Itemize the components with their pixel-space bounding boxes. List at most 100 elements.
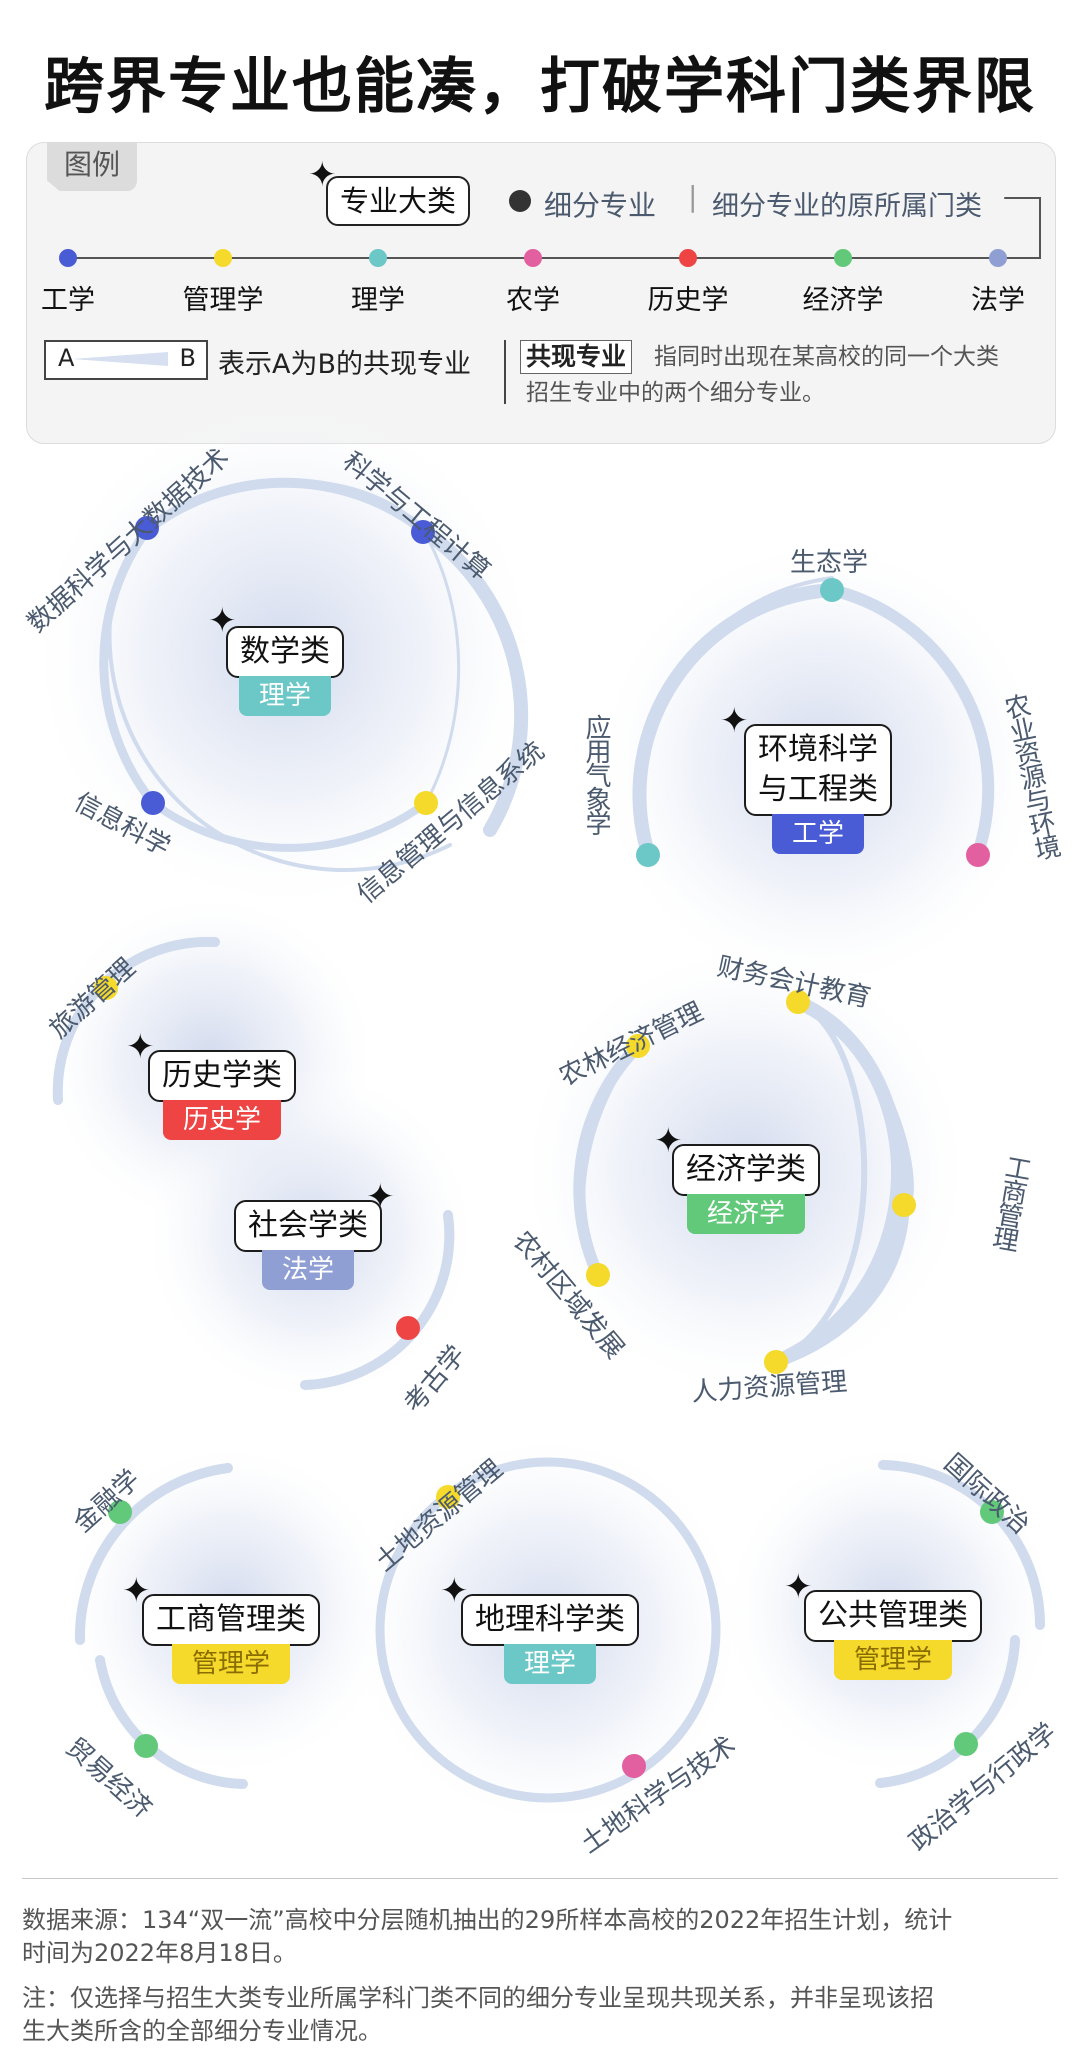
footer-divider bbox=[22, 1878, 1058, 1879]
econ-link-c3-c5 bbox=[770, 1199, 910, 1368]
category-env-name-1: 环境科学 bbox=[758, 732, 878, 767]
category-env-name: 环境科学 与工程类 bbox=[744, 724, 892, 816]
category-math-discipline: 理学 bbox=[238, 676, 331, 716]
dot-g1 bbox=[436, 1485, 460, 1509]
sub-major-dots bbox=[94, 516, 1004, 1778]
legend-disc-faxue: 法学 bbox=[971, 285, 1025, 316]
category-env-name-2: 与工程类 bbox=[758, 772, 878, 807]
dot-h1 bbox=[94, 976, 118, 1000]
legend-disc-guanlixue: 管理学 bbox=[182, 285, 264, 316]
econ-link-inner bbox=[773, 999, 868, 1365]
legend-origin-label: 细分专业的原所属门类 bbox=[712, 191, 982, 222]
legend-disc-nongxue: 农学 bbox=[506, 285, 560, 316]
business-arc-top bbox=[74, 1463, 233, 1645]
legend-cooccur-desc-1: 指同时出现在某高校的同一个大类 bbox=[654, 344, 999, 370]
footer-note-1: 注：仅选择与招生大类专业所属学科门类不同的细分专业呈现共现关系，并非呈现该招 bbox=[22, 1984, 934, 2012]
legend-dot-faxue bbox=[989, 249, 1007, 267]
category-env: 环境科学 与工程类 工学 bbox=[738, 724, 898, 854]
legend-ab-b: B bbox=[179, 344, 196, 372]
category-env-discipline: 工学 bbox=[771, 814, 864, 854]
sub-label-e2: 应用气象学 bbox=[581, 714, 611, 834]
sub-label-e1: 生态学 bbox=[790, 548, 869, 578]
dot-m1 bbox=[135, 516, 159, 540]
dot-c3 bbox=[892, 1193, 916, 1217]
category-public-discipline: 管理学 bbox=[833, 1640, 952, 1680]
dot-b2 bbox=[134, 1734, 158, 1758]
dot-p1 bbox=[980, 1500, 1004, 1524]
math-link-inner bbox=[145, 479, 425, 532]
legend-axis-line bbox=[65, 197, 1041, 259]
page-title: 跨界专业也能凑，打破学科门类界限 bbox=[44, 52, 1036, 122]
dot-c1 bbox=[626, 1034, 650, 1058]
env-link-e1-e3 bbox=[826, 584, 995, 859]
math-link-m1-m3 bbox=[99, 525, 158, 808]
footer-note-2: 生大类所含的全部细分专业情况。 bbox=[22, 2017, 382, 2045]
dot-g2 bbox=[622, 1754, 646, 1778]
category-geography-name: 地理科学类 bbox=[461, 1594, 639, 1646]
dot-e2 bbox=[636, 843, 660, 867]
footer-source: 数据来源：134“双一流”高校中分层随机抽出的29所样本高校的2022年招生计划… bbox=[22, 1904, 1058, 1970]
math-link-m2-arc bbox=[416, 523, 529, 837]
dot-c4 bbox=[586, 1263, 610, 1287]
category-history: 历史学类 历史学 bbox=[142, 1050, 302, 1140]
category-public-name: 公共管理类 bbox=[804, 1590, 982, 1642]
legend-separator: | bbox=[688, 180, 698, 213]
legend-sub-label: 细分专业 bbox=[544, 189, 657, 222]
dot-m4 bbox=[414, 791, 438, 815]
category-economics-name: 经济学类 bbox=[672, 1144, 820, 1196]
math-link-m2-m4 bbox=[421, 528, 461, 805]
category-math: 数学类 理学 bbox=[220, 626, 350, 716]
legend-dot-gongxue bbox=[59, 249, 77, 267]
category-geography: 地理科学类 理学 bbox=[455, 1594, 645, 1684]
category-history-discipline: 历史学 bbox=[162, 1100, 281, 1140]
category-geography-discipline: 理学 bbox=[503, 1644, 596, 1684]
legend-panel: 图例 bbox=[26, 142, 1056, 444]
math-link-m3-m4 bbox=[149, 799, 430, 852]
legend-dot-guanlixue bbox=[214, 249, 232, 267]
dot-p2 bbox=[954, 1732, 978, 1756]
footer-source-1: 数据来源：134“双一流”高校中分层随机抽出的29所样本高校的2022年招生计划… bbox=[22, 1906, 953, 1934]
category-business: 工商管理类 管理学 bbox=[136, 1594, 326, 1684]
footer-note: 注：仅选择与招生大类专业所属学科门类不同的细分专业呈现共现关系，并非呈现该招 生… bbox=[22, 1982, 1058, 2048]
category-sociology-discipline: 法学 bbox=[261, 1250, 354, 1290]
category-business-name: 工商管理类 bbox=[142, 1594, 320, 1646]
dot-c5 bbox=[764, 1350, 788, 1374]
category-math-name: 数学类 bbox=[226, 626, 344, 678]
legend-ab-taper-icon bbox=[72, 352, 168, 366]
env-link-outer bbox=[638, 576, 834, 855]
category-economics: 经济学类 经济学 bbox=[666, 1144, 826, 1234]
legend-disc-gongxue: 工学 bbox=[41, 285, 95, 316]
dot-b1 bbox=[108, 1500, 132, 1524]
legend-cooccur-tag: 共现专业 bbox=[520, 340, 633, 374]
env-star-icon: ✦ bbox=[720, 701, 749, 741]
legend-tab: 图例 bbox=[47, 143, 137, 191]
legend-disc-jingjixue: 经济学 bbox=[802, 285, 884, 316]
legend-dot-nongxue bbox=[524, 249, 542, 267]
econ-link-c1-c4-inner bbox=[580, 1044, 640, 1277]
geography-ring bbox=[375, 1457, 721, 1803]
legend-dot-lishixue bbox=[679, 249, 697, 267]
category-business-discipline: 管理学 bbox=[171, 1644, 290, 1684]
dot-s1 bbox=[396, 1316, 420, 1340]
category-sociology-name: 社会学类 bbox=[234, 1200, 382, 1252]
dot-c2 bbox=[786, 990, 810, 1014]
dot-m2 bbox=[411, 520, 435, 544]
category-public: 公共管理类 管理学 bbox=[798, 1590, 988, 1680]
dot-m3 bbox=[141, 791, 165, 815]
legend-sub-dot bbox=[509, 190, 531, 212]
footer-source-2: 时间为2022年8月18日。 bbox=[22, 1939, 297, 1967]
legend-dot-lixue bbox=[369, 249, 387, 267]
legend-dots bbox=[59, 190, 1007, 267]
math-link-outer bbox=[107, 618, 452, 872]
legend-disc-lishixue: 历史学 bbox=[647, 285, 729, 316]
legend-divider bbox=[504, 340, 506, 404]
category-sociology: 社会学类 法学 bbox=[228, 1200, 388, 1290]
legend-cooccur-desc-2: 招生专业中的两个细分专业。 bbox=[526, 380, 825, 406]
category-economics-discipline: 经济学 bbox=[686, 1194, 805, 1234]
category-history-name: 历史学类 bbox=[148, 1050, 296, 1102]
legend-dot-jingjixue bbox=[834, 249, 852, 267]
legend-ab-text: 表示A为B的共现专业 bbox=[218, 349, 471, 380]
legend-disc-lixue: 理学 bbox=[351, 285, 405, 316]
legend-major-label: 专业大类 bbox=[326, 176, 471, 226]
legend-ab-a: A bbox=[58, 344, 75, 372]
